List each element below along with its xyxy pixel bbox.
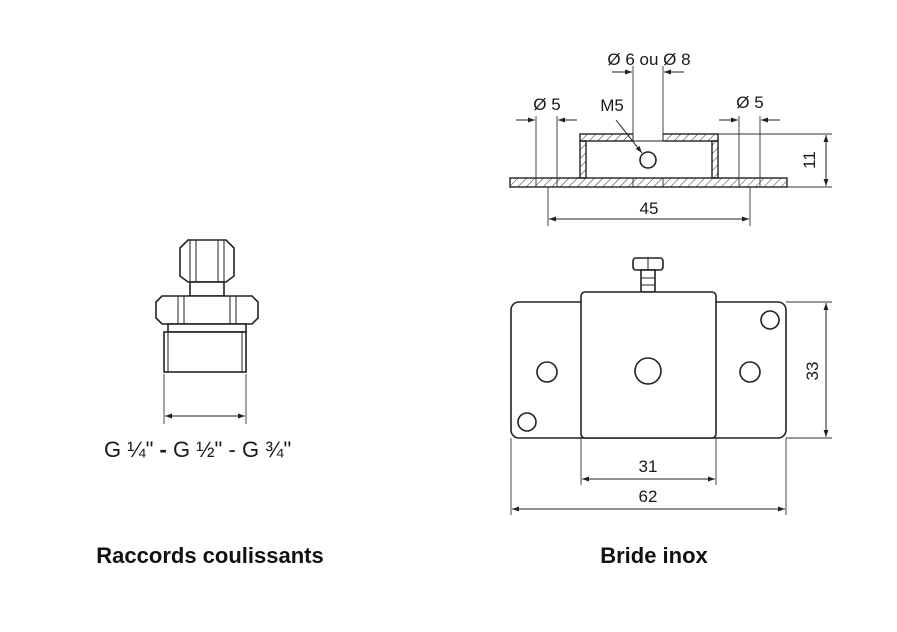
base-plate-section — [509, 177, 788, 188]
fitting-collar — [167, 323, 247, 333]
body-hex — [155, 295, 259, 325]
corner-hole-bottom-left — [517, 412, 537, 432]
m5-screw-circle — [639, 151, 657, 169]
center-hole — [634, 357, 662, 385]
flange-side-view: Ø 6 ou Ø 8 Ø 5 Ø 5 M5 45 11 — [509, 50, 832, 226]
dim-length: 45 — [640, 199, 659, 218]
bracket-right-wall — [711, 140, 719, 179]
dim-left-hole: Ø 5 — [533, 95, 560, 114]
threaded-section — [163, 331, 247, 373]
left-hole — [536, 361, 558, 383]
left-caption: Raccords coulissants — [96, 543, 323, 568]
thread-separator: - — [160, 437, 173, 462]
dim-inner-width: 31 — [639, 457, 658, 476]
sliding-fitting-drawing: G ¼" - G ½" - G ¾" Raccords coulissants — [96, 239, 324, 568]
fitting-neck — [189, 281, 225, 297]
svg-text:G ¼" - G ½": G ¼" - G ½" - G ¾" — [104, 437, 291, 462]
dim-height-side: 11 — [800, 151, 819, 169]
dim-center-hole: Ø 6 ou Ø 8 — [607, 50, 690, 69]
thread-separator: - — [228, 437, 241, 462]
thread-size-label-2: G ½" — [173, 437, 222, 462]
right-caption: Bride inox — [600, 543, 708, 568]
dim-height-top: 33 — [803, 362, 822, 381]
thread-size-label-3: G ¾" — [242, 437, 291, 462]
bracket-left-wall — [579, 140, 587, 179]
flange-top-view: 33 31 62 — [510, 257, 832, 515]
top-hex-nut — [179, 239, 235, 283]
screw-label: M5 — [600, 96, 624, 115]
dim-right-hole: Ø 5 — [736, 93, 763, 112]
screw-shank — [640, 269, 656, 293]
right-hole — [739, 361, 761, 383]
thread-size-label-1: G ¼" — [104, 437, 153, 462]
corner-hole-top-right — [760, 310, 780, 330]
dim-total-width: 62 — [639, 487, 658, 506]
